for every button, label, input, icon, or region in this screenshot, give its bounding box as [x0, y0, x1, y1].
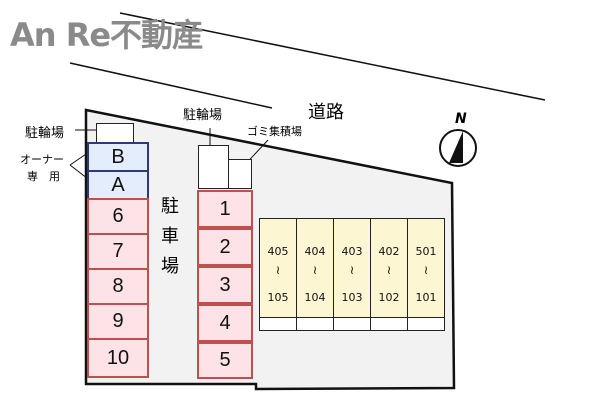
- parking-slot: 8: [87, 268, 149, 305]
- road-edge-upper: [119, 12, 546, 101]
- unit-column: 404≀104: [296, 218, 334, 318]
- owner-slot-b: B: [87, 142, 149, 172]
- parking-slot: 3: [197, 266, 253, 304]
- garbage-area-label: ゴミ集積場: [247, 125, 302, 138]
- parking-lot-label: 駐 車 場: [161, 196, 179, 277]
- unit-column: 403≀103: [333, 218, 371, 318]
- parking-slot: 10: [87, 338, 149, 378]
- owner-slot-a: A: [87, 170, 149, 200]
- unit-column: 405≀105: [259, 218, 297, 318]
- road-edge-lower: [69, 62, 273, 109]
- owner-only-label-1: オーナー: [20, 153, 64, 166]
- north-label: N: [455, 111, 467, 127]
- balcony: [296, 317, 334, 331]
- parking-slot: 1: [197, 190, 253, 228]
- watermark-logo: An Re不動産: [10, 16, 204, 54]
- balcony: [259, 317, 297, 331]
- parking-slot: 9: [87, 303, 149, 340]
- balcony: [333, 317, 371, 331]
- parking-slot: 7: [87, 233, 149, 270]
- bicycle-parking-left-label: 駐輪場: [25, 126, 65, 141]
- bicycle-parking-left: [96, 123, 134, 143]
- parking-slot: 6: [87, 198, 149, 235]
- parking-slot: 4: [197, 304, 253, 342]
- parking-slot: 5: [197, 342, 253, 379]
- parking-slot: 2: [197, 228, 253, 266]
- bicycle-parking-center-label: 駐輪場: [183, 108, 223, 123]
- balcony: [370, 317, 408, 331]
- compass-icon: [439, 129, 477, 167]
- garbage-area: [228, 159, 252, 189]
- balcony: [407, 317, 445, 331]
- road-label: 道路: [308, 102, 344, 123]
- owner-only-label-2: 専 用: [27, 170, 60, 183]
- unit-column: 402≀102: [370, 218, 408, 318]
- bicycle-parking-center: [198, 145, 229, 189]
- unit-column: 501≀101: [407, 218, 445, 318]
